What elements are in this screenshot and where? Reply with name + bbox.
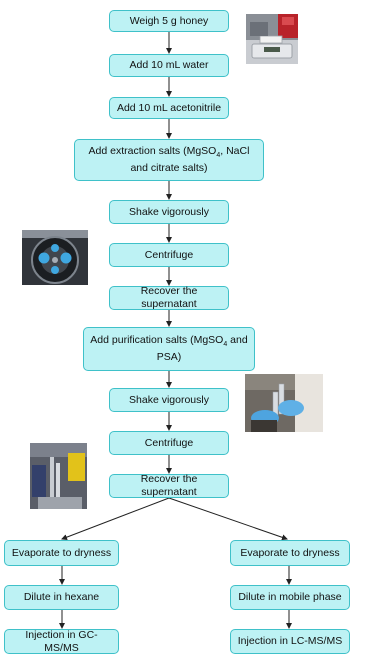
left-dilute-in-hexane: Dilute in hexane [4, 585, 119, 610]
centrifuge-photo [22, 230, 88, 285]
step-add-purification-salts: Add purification salts (MgSO4 and PSA) [83, 327, 255, 371]
step-add-acetonitrile: Add 10 mL acetonitrile [109, 97, 229, 119]
right-evaporate-to-dryness: Evaporate to dryness [230, 540, 350, 566]
left-evaporate-to-dryness: Evaporate to dryness [4, 540, 119, 566]
arrow-recover-to-left-branch [61, 497, 170, 541]
arrow-recover-to-right-branch [168, 497, 288, 541]
step-centrifuge-2: Centrifuge [109, 431, 229, 455]
right-injection-lc-msms: Injection in LC-MS/MS [230, 629, 350, 654]
purification-salts-subscript: 4 [223, 341, 228, 349]
balance-photo [246, 14, 298, 64]
step-weigh-honey: Weigh 5 g honey [109, 10, 229, 32]
extraction-salts-line1-pre: Add extraction salts (MgSO [88, 144, 217, 157]
step-add-extraction-salts: Add extraction salts (MgSO4, NaCl and ci… [74, 139, 264, 181]
step-recover-supernatant-2: Recover the supernatant [109, 473, 229, 498]
purification-salts-line2: PSA) [156, 351, 182, 364]
extraction-salts-line2: and citrate salts) [130, 162, 208, 175]
laboratory-photo [30, 443, 87, 509]
tube-handling-photo [245, 374, 323, 432]
step-add-water: Add 10 mL water [109, 54, 229, 77]
extraction-salts-subscript: 4 [216, 152, 221, 160]
step-shake-vigorously-2: Shake vigorously [109, 388, 229, 412]
left-injection-gc-msms: Injection in GC-MS/MS [4, 629, 119, 654]
step-shake-vigorously-1: Shake vigorously [109, 200, 229, 224]
right-dilute-in-mobile-phase: Dilute in mobile phase [230, 585, 350, 610]
purification-salts-line1-post: and [227, 333, 248, 346]
step-recover-supernatant-1: Recover the supernatant [109, 285, 229, 310]
extraction-salts-line1-post: , NaCl [220, 144, 250, 157]
step-centrifuge-1: Centrifuge [109, 243, 229, 267]
purification-salts-line1-pre: Add purification salts (MgSO [90, 333, 224, 346]
